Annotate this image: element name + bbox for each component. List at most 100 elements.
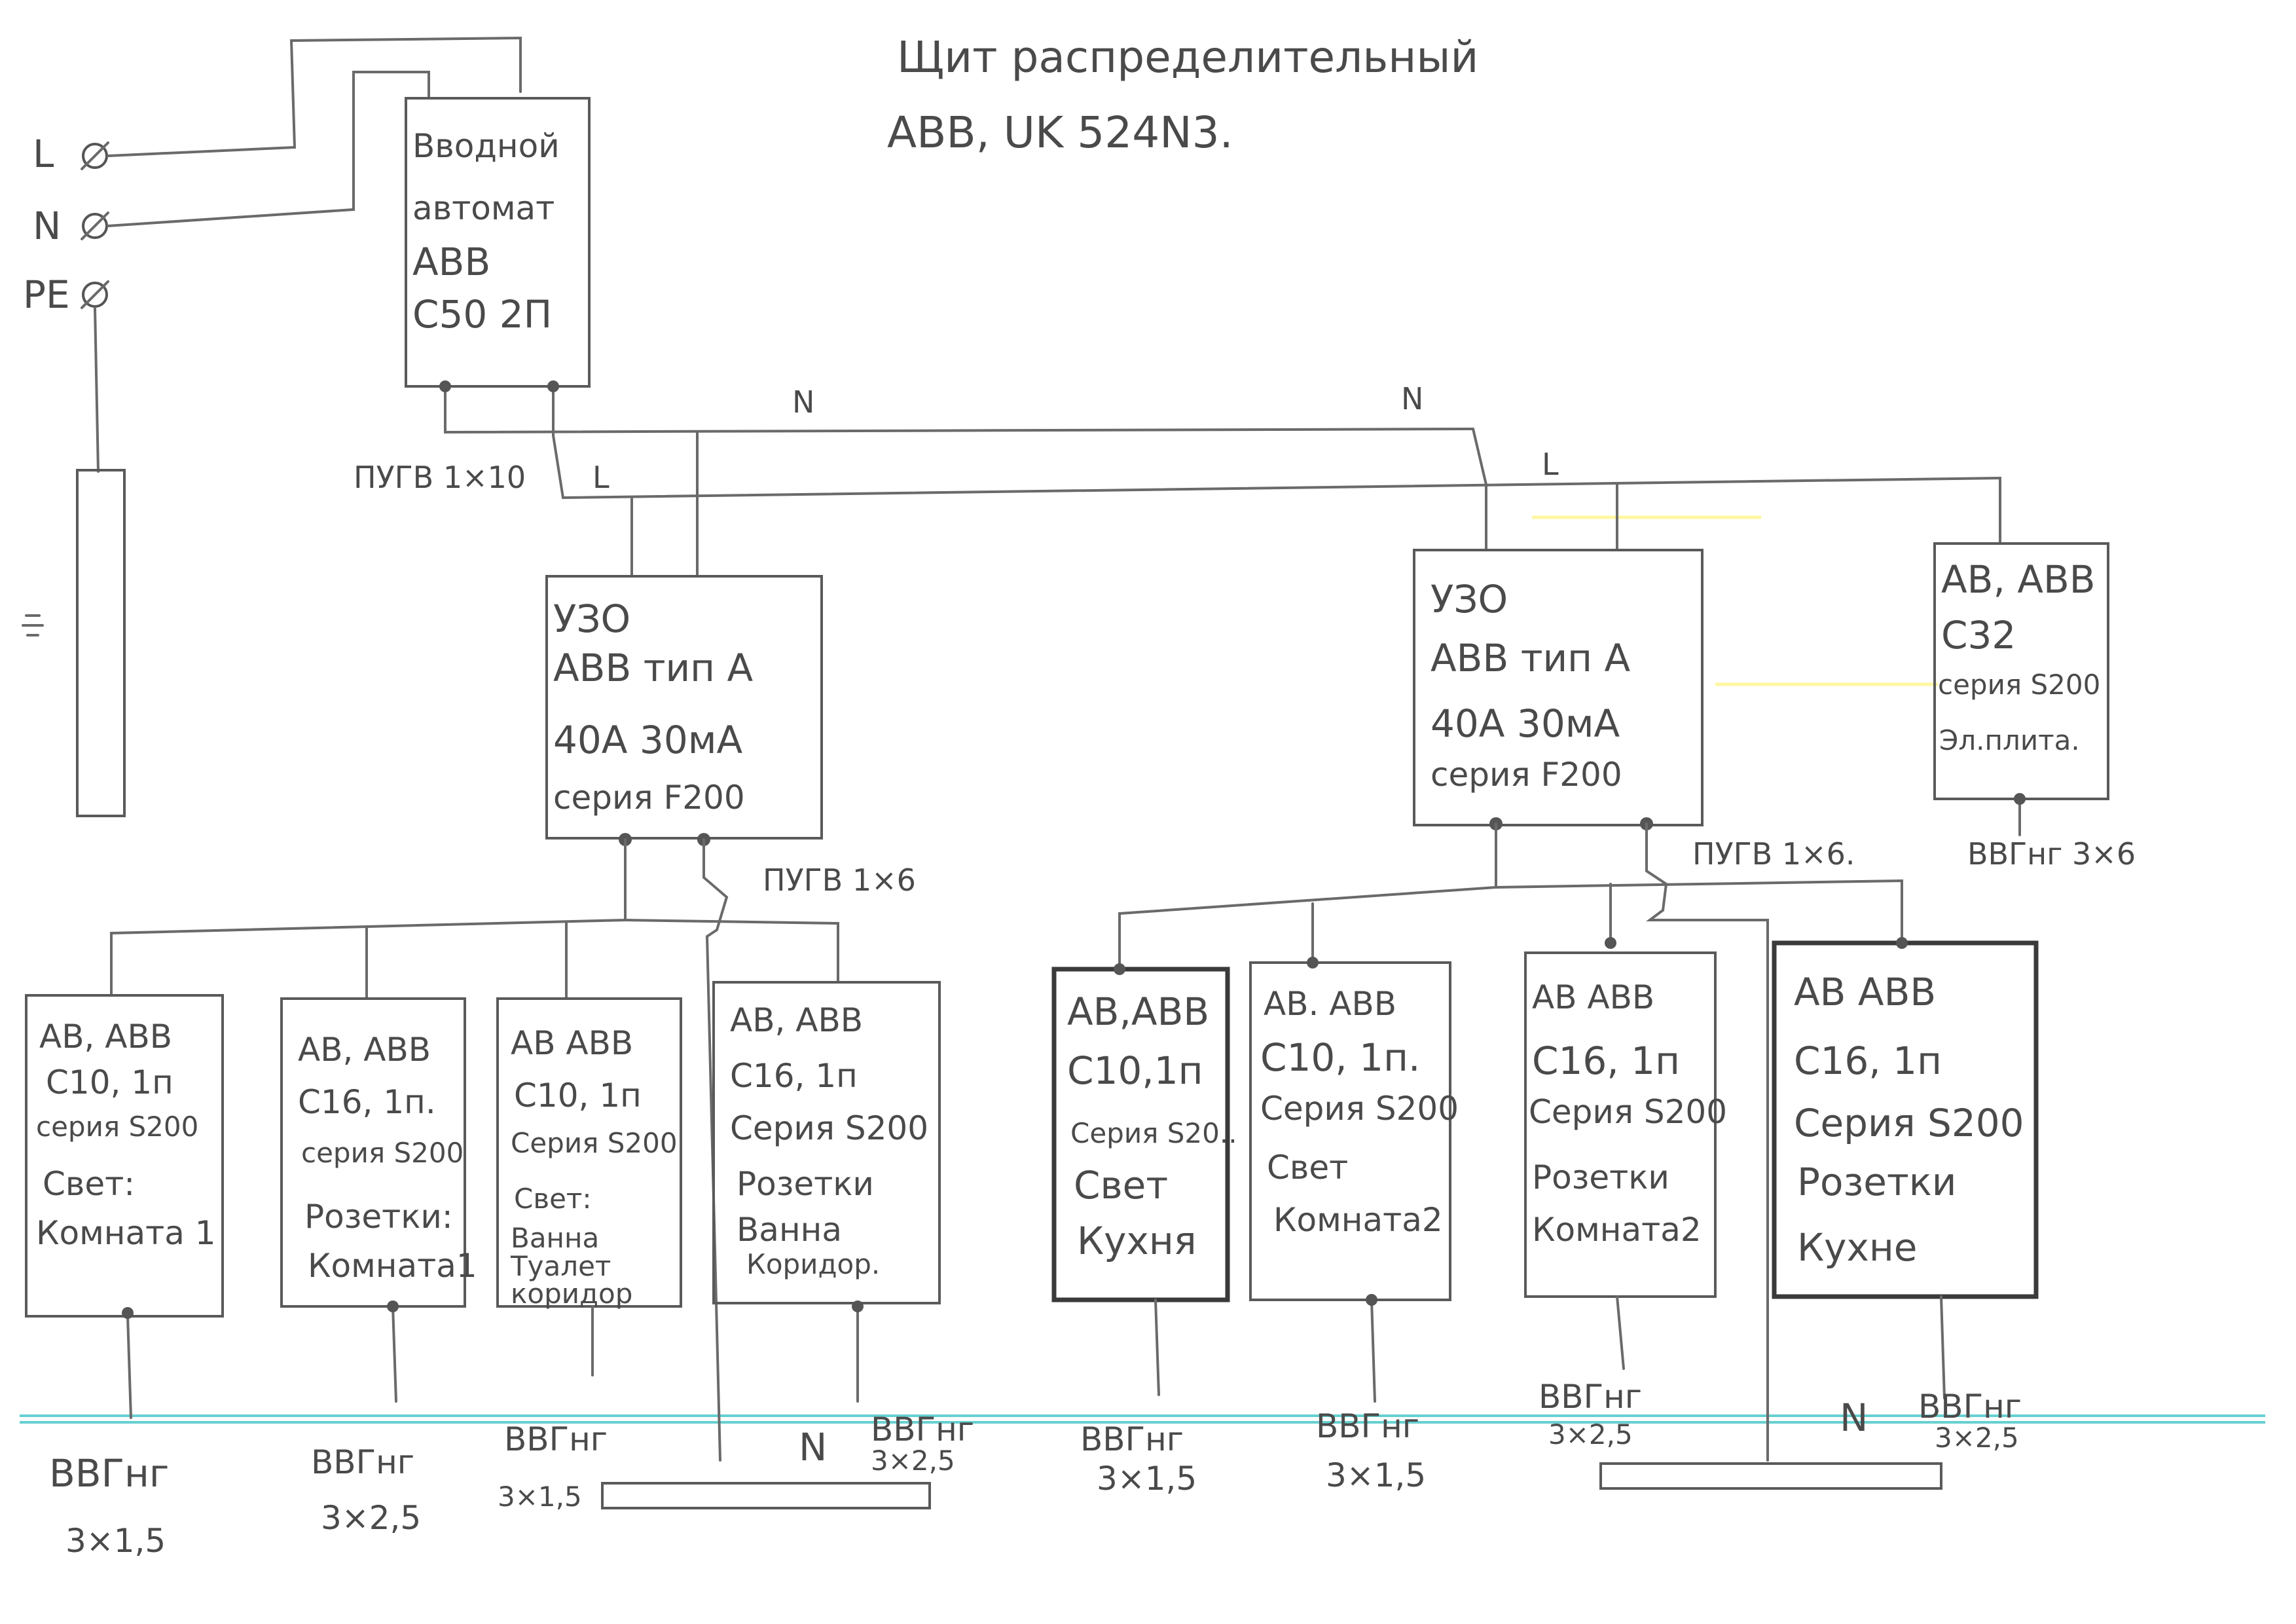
l-wire-label-left: L	[592, 460, 610, 495]
breaker-7-cable-type: ВВГнг	[1539, 1378, 1642, 1416]
main-breaker-line-2: автомат	[412, 189, 555, 227]
breaker-6-line-4: Свет	[1267, 1149, 1348, 1187]
n-wire-label-left: N	[792, 384, 814, 420]
breaker-3-cable-size: 3×1,5	[498, 1481, 582, 1513]
stove-breaker-line-4: Эл.плита.	[1939, 724, 2080, 756]
n-bus-left	[601, 1482, 931, 1509]
input-terminals: L N PE	[23, 132, 109, 317]
breaker-2-cable-type: ВВГнг	[311, 1443, 414, 1481]
terminal-pe-icon	[82, 282, 108, 308]
breaker-2-line-5: Комната1	[308, 1247, 477, 1285]
breaker-1-line-5: Комната 1	[36, 1214, 216, 1252]
main-breaker-line-3: ABB	[412, 240, 490, 284]
breaker-5-line-2: С10,1п	[1067, 1048, 1203, 1093]
breaker-8-cable-type: ВВГнг	[1918, 1388, 2022, 1426]
stove-breaker-line-3: серия S200	[1938, 669, 2100, 701]
right-n-return	[1645, 822, 1769, 1462]
breaker-4-line-5: Ванна	[737, 1211, 842, 1249]
pe-wire	[94, 306, 100, 473]
breaker-8-line-1: АВ ABB	[1794, 970, 1936, 1014]
feed-wire-n	[107, 71, 430, 227]
n-bus-right-label: N	[1840, 1395, 1868, 1440]
main-n-out	[444, 385, 1474, 434]
breaker-4-line-6: Коридор.	[746, 1248, 880, 1280]
branch-breaker: АВ, ABB С10, 1п серия S200 Свет: Комната…	[25, 994, 224, 1560]
branch-breaker: АВ ABB С16, 1п Серия S200 Розетки Кухне …	[1772, 940, 2039, 1454]
terminal-pe-label: PE	[23, 272, 70, 317]
breaker-4-cable-size: 3×2,5	[871, 1445, 955, 1477]
breaker-3-line-3: Серия S200	[511, 1127, 678, 1159]
breaker-3-line-2: С10, 1п	[514, 1077, 642, 1115]
pugv-main-label: ПУГВ 1×10	[354, 460, 526, 495]
l-wire-label-right: L	[1542, 447, 1559, 482]
breaker-2-line-2: С16, 1п.	[298, 1083, 436, 1121]
breaker-1-line-4: Свет:	[43, 1165, 135, 1203]
branch-breaker: АВ ABB С10, 1п Серия S200 Свет: Ванна Ту…	[496, 997, 682, 1513]
breaker-1-line-2: С10, 1п	[46, 1063, 173, 1101]
breaker-8-line-4: Розетки	[1797, 1160, 1957, 1204]
breaker-6-cable-type: ВВГнг	[1316, 1407, 1419, 1445]
breaker-4-line-1: АВ, ABB	[730, 1001, 863, 1039]
ground-rod	[76, 469, 126, 817]
rcd-right-n-feed	[1472, 428, 1487, 551]
main-breaker-line-1: Вводной	[412, 127, 560, 165]
rcd-right: УЗО ABB тип А 40A 30мА серия F200	[1413, 549, 1704, 826]
rcd-left-line-2: ABB тип А	[553, 646, 754, 690]
breaker-6-line-2: С10, 1п.	[1260, 1035, 1420, 1080]
main-l-out	[552, 385, 2001, 545]
stove-cable-label: ВВГнг 3×6	[1967, 836, 2136, 872]
breaker-5-line-1: АВ,ABB	[1067, 989, 1209, 1034]
breaker-3-cable-type: ВВГнг	[504, 1420, 608, 1458]
rcd-right-line-4: серия F200	[1430, 756, 1622, 794]
branch-breaker: АВ, ABB С16, 1п. серия S200 Розетки: Ком…	[280, 997, 477, 1537]
rcd-left: УЗО ABB тип А 40A 30мА серия F200	[545, 575, 823, 840]
breaker-8-cable-size: 3×2,5	[1935, 1422, 2019, 1454]
breaker-7-line-2: С16, 1п	[1532, 1039, 1680, 1083]
breaker-4-cable-type: ВВГнг	[871, 1411, 974, 1449]
stove-breaker-line-1: АВ, ABB	[1941, 557, 2096, 602]
breaker-2-cable-size: 3×2,5	[321, 1499, 421, 1537]
breaker-1-line-3: серия S200	[36, 1111, 198, 1143]
breaker-8-line-2: С16, 1п	[1794, 1039, 1942, 1083]
breaker-5-line-3: Серия S20..	[1070, 1117, 1237, 1149]
breaker-4-line-3: Серия S200	[730, 1109, 928, 1147]
title-line-2: ABB, UK 524N3.	[887, 107, 1233, 158]
main-breaker: Вводной автомат ABB С50 2П	[405, 97, 591, 388]
rcd-left-line-4: серия F200	[553, 779, 745, 817]
breaker-2-line-4: Розетки:	[304, 1198, 453, 1236]
rcd-right-line-1: УЗО	[1430, 577, 1508, 621]
breaker-5-cable-size: 3×1,5	[1097, 1460, 1197, 1498]
breaker-7-line-1: АВ ABB	[1532, 978, 1654, 1016]
breaker-8-line-5: Кухне	[1797, 1225, 1917, 1270]
breaker-1-cable-size: 3×1,5	[65, 1522, 166, 1560]
breaker-7-line-5: Комната2	[1532, 1211, 1702, 1249]
ground-icon	[22, 614, 44, 637]
feed-wire-l	[107, 36, 522, 157]
breaker-6-line-1: АВ. ABB	[1264, 985, 1396, 1023]
branch-breaker: АВ, ABB С16, 1п Серия S200 Розетки Ванна…	[712, 981, 974, 1477]
breaker-3-line-5: Ванна	[511, 1222, 599, 1254]
breaker-6-cable-size: 3×1,5	[1326, 1456, 1426, 1494]
breaker-2-line-1: АВ, ABB	[298, 1031, 431, 1069]
right-l-bus	[1118, 822, 1497, 970]
breaker-3-line-4: Свет:	[514, 1183, 592, 1215]
breaker-3-line-7: коридор	[511, 1278, 632, 1310]
branch-breaker: АВ. ABB С10, 1п. Серия S200 Свет Комната…	[1249, 961, 1459, 1494]
rcd-right-line-3: 40A 30мА	[1430, 701, 1620, 746]
breaker-5-cable-type: ВВГнг	[1080, 1420, 1184, 1458]
terminal-n-label: N	[33, 204, 61, 248]
stove-breaker-line-2: С32	[1941, 613, 2016, 657]
breaker-3-line-6: Туалет	[510, 1250, 611, 1282]
left-n-return	[702, 838, 729, 1462]
breaker-5-line-4: Свет	[1074, 1163, 1168, 1208]
n-bus-right	[1599, 1462, 1942, 1490]
breaker-7-line-3: Серия S200	[1529, 1093, 1727, 1131]
pugv-left-label: ПУГВ 1×6	[763, 862, 916, 898]
breaker-5-line-5: Кухня	[1077, 1219, 1197, 1263]
n-bus-left-label: N	[799, 1425, 827, 1469]
stove-breaker: АВ, ABB С32 серия S200 Эл.плита.	[1933, 542, 2109, 800]
branch-breaker: АВ ABB С16, 1п Серия S200 Розетки Комнат…	[1524, 951, 1727, 1450]
left-l-bus	[110, 838, 627, 997]
breaker-6-line-3: Серия S200	[1260, 1090, 1459, 1128]
